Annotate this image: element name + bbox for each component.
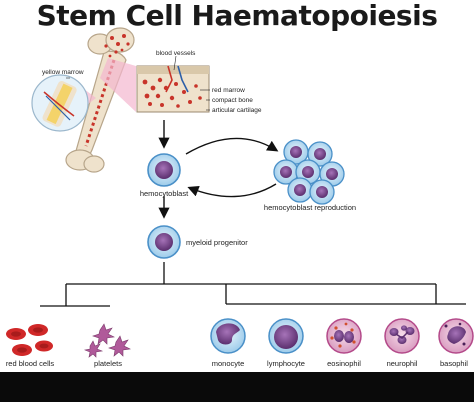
label-hemocytoblast-reproduction: hemocytoblast reproduction xyxy=(264,203,356,212)
basophil-cell xyxy=(438,318,474,354)
eosinophil-cell xyxy=(326,318,362,354)
neurophil-cell xyxy=(384,318,420,354)
footer-bar xyxy=(0,372,474,402)
label-myeloid-progenitor: myeloid progenitor xyxy=(186,238,248,247)
label-hemocytoblast: hemocytoblast xyxy=(140,189,189,198)
hemocytoblast-cell xyxy=(147,153,181,187)
arrow-from-reproduction xyxy=(187,183,277,198)
yellow-marrow-inset xyxy=(31,74,89,132)
label-eosinophil: eosinophil xyxy=(327,359,361,368)
label-basophil: basophil xyxy=(440,359,468,368)
monocyte-cell xyxy=(210,318,246,354)
platelets xyxy=(83,323,131,358)
blood-vessels-pointer xyxy=(173,55,177,71)
lineage-connectors xyxy=(40,262,466,307)
label-compact-bone: compact bone xyxy=(212,97,253,104)
bone-section-block xyxy=(136,65,210,113)
label-neurophil: neurophil xyxy=(387,359,418,368)
label-red-marrow: red marrow xyxy=(212,87,245,94)
lymphocyte-cell xyxy=(268,318,304,354)
hemocytoblast-reproduction-cluster xyxy=(273,139,345,205)
diagram-title: Stem Cell Haematopoiesis xyxy=(36,0,438,32)
label-monocyte: monocyte xyxy=(212,359,245,368)
red-blood-cells xyxy=(6,324,53,356)
arrow-to-reproduction xyxy=(185,137,279,155)
label-yellow-marrow: yellow marrow xyxy=(42,69,84,76)
myeloid-progenitor-cell xyxy=(147,225,181,259)
label-blood-vessels: blood vessels xyxy=(156,50,196,57)
label-lymphocyte: lymphocyte xyxy=(267,359,305,368)
label-articular-cartilage: articular cartilage xyxy=(212,107,262,114)
label-red-blood-cells: red blood cells xyxy=(6,359,55,368)
label-platelets: platelets xyxy=(94,359,122,368)
